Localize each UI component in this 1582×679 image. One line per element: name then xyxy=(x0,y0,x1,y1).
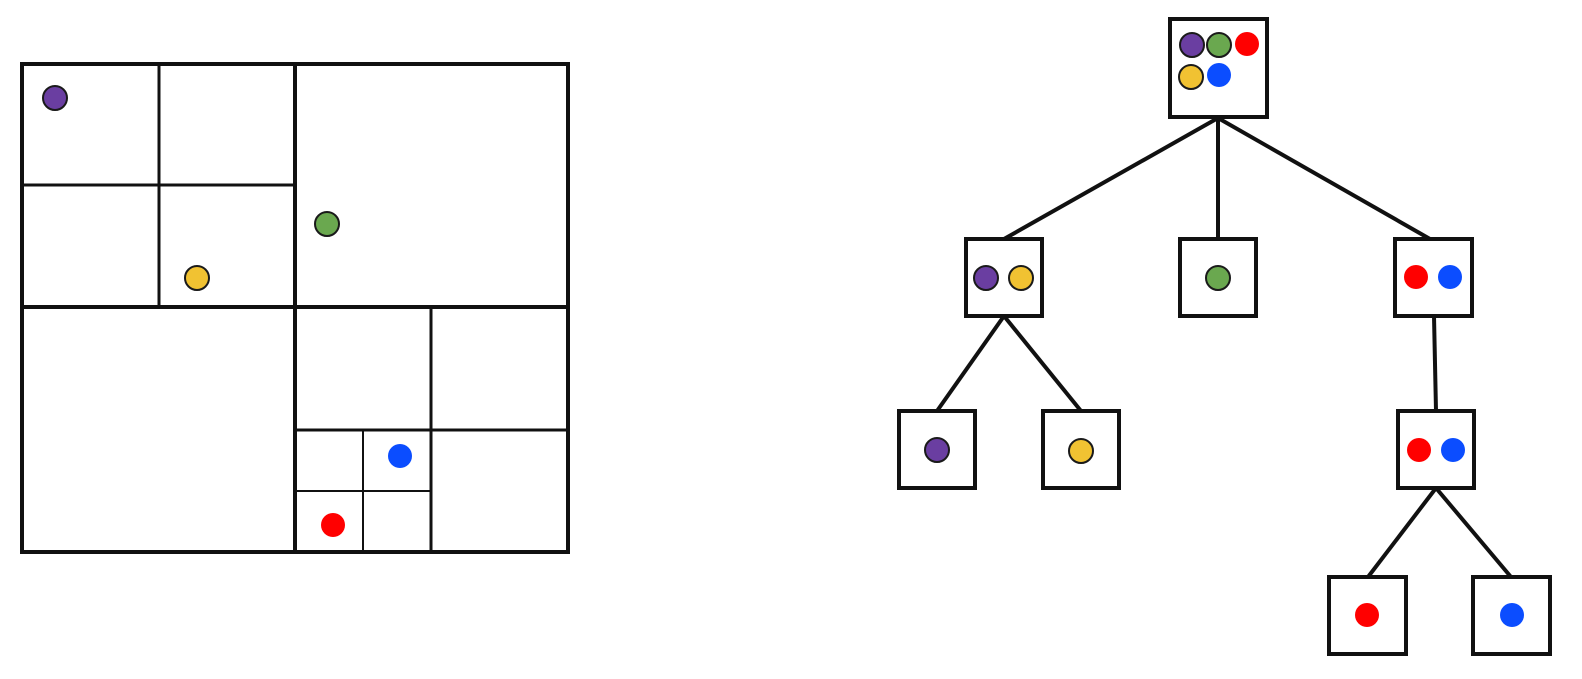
root-point-purple xyxy=(1179,32,1205,58)
rightchild-point-red xyxy=(1407,438,1431,462)
point-green xyxy=(314,211,340,237)
right-point-blue xyxy=(1438,265,1462,289)
edge-root-right xyxy=(1217,116,1431,241)
edge-right-child xyxy=(1432,315,1438,412)
quadtree-tree xyxy=(897,17,1552,656)
root-point-blue xyxy=(1207,63,1231,87)
point-blue xyxy=(388,444,412,468)
quadtree-partition xyxy=(20,62,570,554)
edge-left-leftchild xyxy=(935,314,1006,413)
leaf-point-blue xyxy=(1500,603,1524,627)
leftright-point-yellow xyxy=(1068,438,1094,464)
leftleft-point-purple xyxy=(924,437,950,463)
point-purple xyxy=(42,85,68,111)
edge-rightchild-red xyxy=(1366,486,1438,579)
edge-left-rightchild xyxy=(1002,314,1083,413)
rightchild-point-blue xyxy=(1441,438,1465,462)
mid-point-green xyxy=(1205,265,1231,291)
tree-node-points xyxy=(924,32,1524,627)
right-point-red xyxy=(1404,265,1428,289)
point-red xyxy=(321,513,345,537)
tree-edges xyxy=(935,116,1513,579)
partition-points xyxy=(42,85,412,537)
edge-rightchild-blue xyxy=(1434,486,1513,579)
left-point-purple xyxy=(973,265,999,291)
root-point-red xyxy=(1235,32,1259,56)
root-point-yellow xyxy=(1178,64,1204,90)
tree-nodes xyxy=(897,17,1552,656)
point-yellow xyxy=(184,265,210,291)
left-point-yellow xyxy=(1008,265,1034,291)
root-point-green xyxy=(1206,32,1232,58)
edge-root-left xyxy=(1003,116,1219,241)
leaf-point-red xyxy=(1355,603,1379,627)
